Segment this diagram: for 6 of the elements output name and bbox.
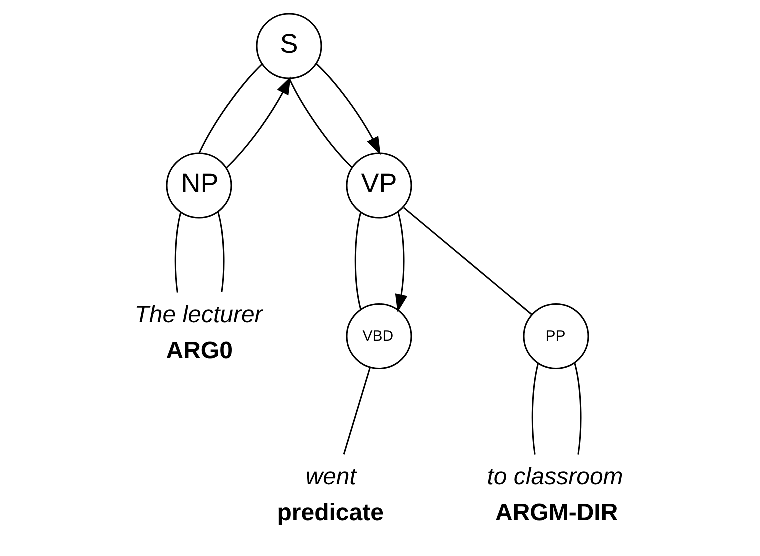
node-text: The lecturer <box>134 302 263 329</box>
node-text: went <box>306 464 356 491</box>
node-label: predicate <box>277 500 384 527</box>
node-label: ARGM-DIR <box>496 500 618 527</box>
node-label: ARG0 <box>166 338 233 365</box>
node-text: to classroom <box>487 464 624 491</box>
